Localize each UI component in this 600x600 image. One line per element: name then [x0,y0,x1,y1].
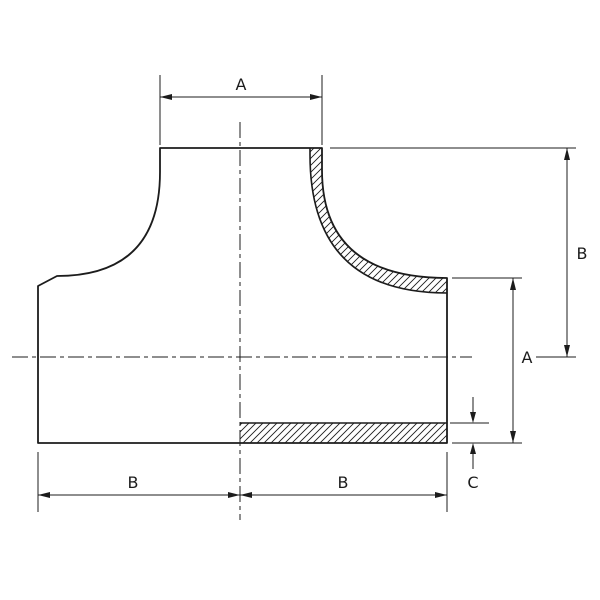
tee-fitting-section [37,147,448,444]
dim-center-to-branch-end: B [330,147,588,358]
run-wall-hatch [240,423,447,443]
dim-label-wall-thickness: C [467,473,478,492]
dim-label-center-to-branch-end: B [577,244,588,263]
dim-label-center-to-right-end: B [338,473,349,492]
centerlines [12,122,472,520]
branch-inner-bore-curve [309,148,448,294]
dim-run-od: A [452,277,533,444]
arrowhead-left [160,94,172,100]
dim-center-to-right-end: B [240,452,448,512]
arrowhead-top [564,148,570,160]
arrowhead-right [310,94,322,100]
dim-label-branch-od: A [236,75,247,94]
arrowhead-left [38,492,50,498]
dim-center-to-left-end: B [37,452,240,512]
arrowhead-bottom [510,431,516,443]
dim-label-run-od: A [522,348,533,367]
tee-outline [37,147,448,444]
dim-wall-thickness: C [450,397,489,492]
dim-label-center-to-left-end: B [128,473,139,492]
arrowhead-right [228,492,240,498]
dim-branch-od: A [159,75,323,145]
arrowhead-right [435,492,447,498]
arrowhead-bottom [564,345,570,357]
arrowhead-up [470,443,476,454]
arrowhead-down [470,412,476,423]
arrowhead-left [240,492,252,498]
arrowhead-top [510,278,516,290]
branch-wall-hatch [310,148,447,293]
